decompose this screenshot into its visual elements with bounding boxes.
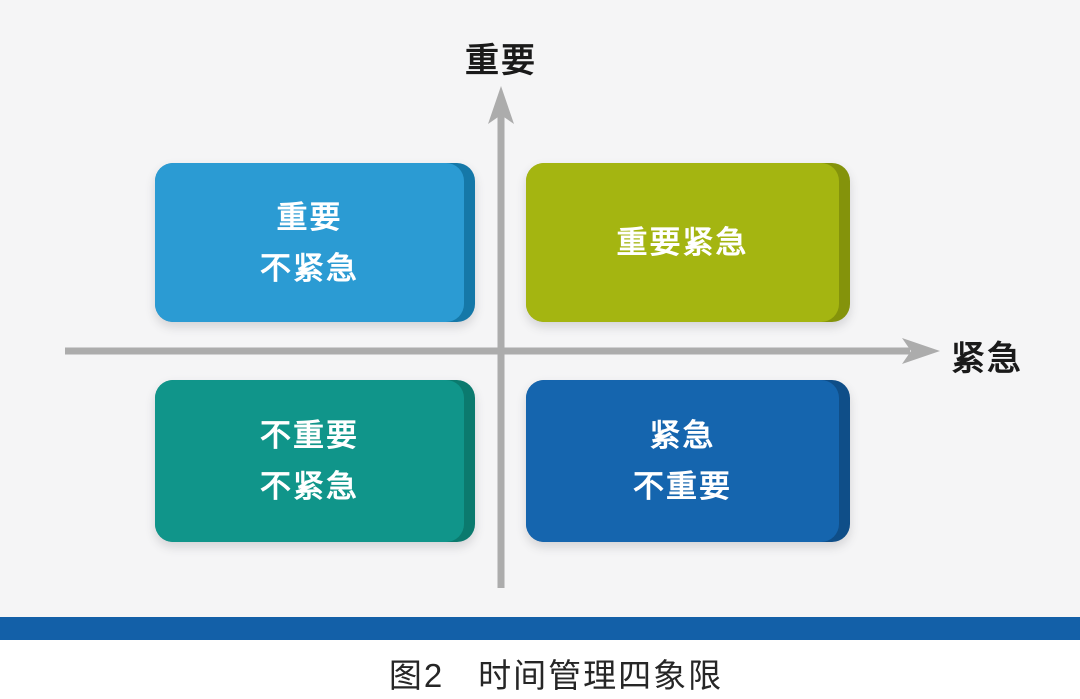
figure-caption: 图2 时间管理四象限 <box>389 649 723 697</box>
quadrant-face: 重要 不紧急 <box>155 163 464 322</box>
quadrant-label-line: 不紧急 <box>260 469 359 504</box>
axes-arrows <box>65 86 940 588</box>
quadrant-label-line: 紧急 <box>649 418 716 453</box>
quadrant-important-urgent: 重要紧急 <box>526 163 850 322</box>
quadrant-important-not-urgent: 重要 不紧急 <box>155 163 475 322</box>
caption-area: 图2 时间管理四象限 <box>0 640 1080 699</box>
quadrant-face: 重要紧急 <box>526 163 839 322</box>
quadrant-label-line: 不紧急 <box>260 250 359 286</box>
quadrant-label-line: 不重要 <box>260 418 359 453</box>
quadrant-diagram-canvas: 重要 紧急 重要 不紧急 重要紧急 不重要 不紧急 紧急 <box>65 42 1023 588</box>
divider-bar <box>0 617 1080 640</box>
figure-caption-number: 图2 <box>388 656 445 694</box>
x-axis-label: 紧急 <box>951 340 1023 378</box>
quadrant-label-line: 重要 <box>276 199 343 235</box>
figure-caption-title: 时间管理四象限 <box>478 656 724 694</box>
quadrant-face: 不重要 不紧急 <box>155 380 464 542</box>
y-axis-label: 重要 <box>465 42 537 80</box>
quadrant-urgent-not-important: 紧急 不重要 <box>526 380 850 542</box>
x-axis-arrowhead-icon <box>902 338 940 364</box>
quadrant-face: 紧急 不重要 <box>526 380 839 542</box>
y-axis-arrowhead-icon <box>488 86 514 124</box>
quadrant-not-important-not-urgent: 不重要 不紧急 <box>155 380 475 542</box>
quadrant-label-line: 重要紧急 <box>616 225 749 260</box>
quadrant-label-line: 不重要 <box>633 469 732 504</box>
